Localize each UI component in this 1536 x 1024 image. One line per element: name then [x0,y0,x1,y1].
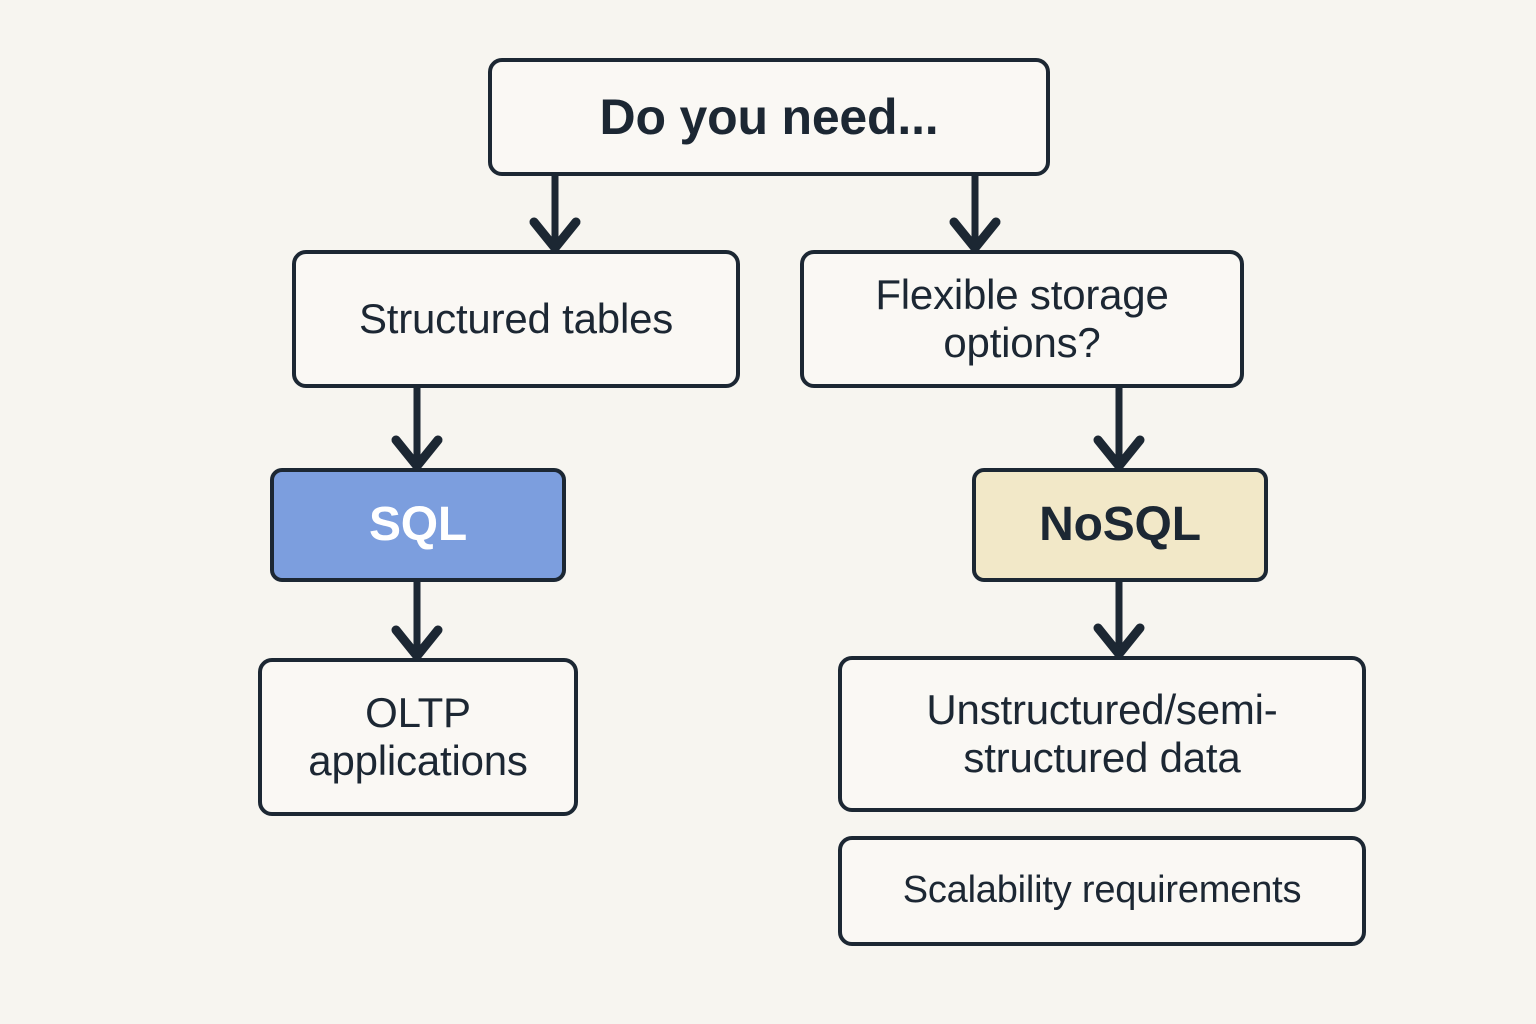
node-label: Flexible storage options? [875,271,1169,366]
node-label: Scalability requirements [902,869,1302,912]
node-sql[interactable]: SQL [270,468,566,582]
node-unstructured-semi-structured-data[interactable]: Unstructured/semi- structured data [838,656,1366,812]
node-label: OLTP applications [308,689,528,784]
node-label: SQL [368,497,468,551]
connector-flexible-to-nosql [1093,388,1145,471]
node-flexible-storage-options[interactable]: Flexible storage options? [800,250,1244,388]
connector-root-to-flexible [949,176,1001,253]
node-label: NoSQL [1039,497,1201,551]
node-label: Structured tables [358,295,674,343]
connector-root-to-structured [529,176,581,253]
connector-nosql-to-unstructured [1093,582,1145,659]
node-structured-tables[interactable]: Structured tables [292,250,740,388]
node-nosql[interactable]: NoSQL [972,468,1268,582]
node-oltp-applications[interactable]: OLTP applications [258,658,578,816]
node-label: Unstructured/semi- structured data [926,686,1278,781]
node-scalability-requirements[interactable]: Scalability requirements [838,836,1366,946]
connector-sql-to-oltp [391,582,443,661]
connector-structured-to-sql [391,388,443,471]
node-do-you-need[interactable]: Do you need... [488,58,1050,176]
node-label: Do you need... [599,88,939,145]
